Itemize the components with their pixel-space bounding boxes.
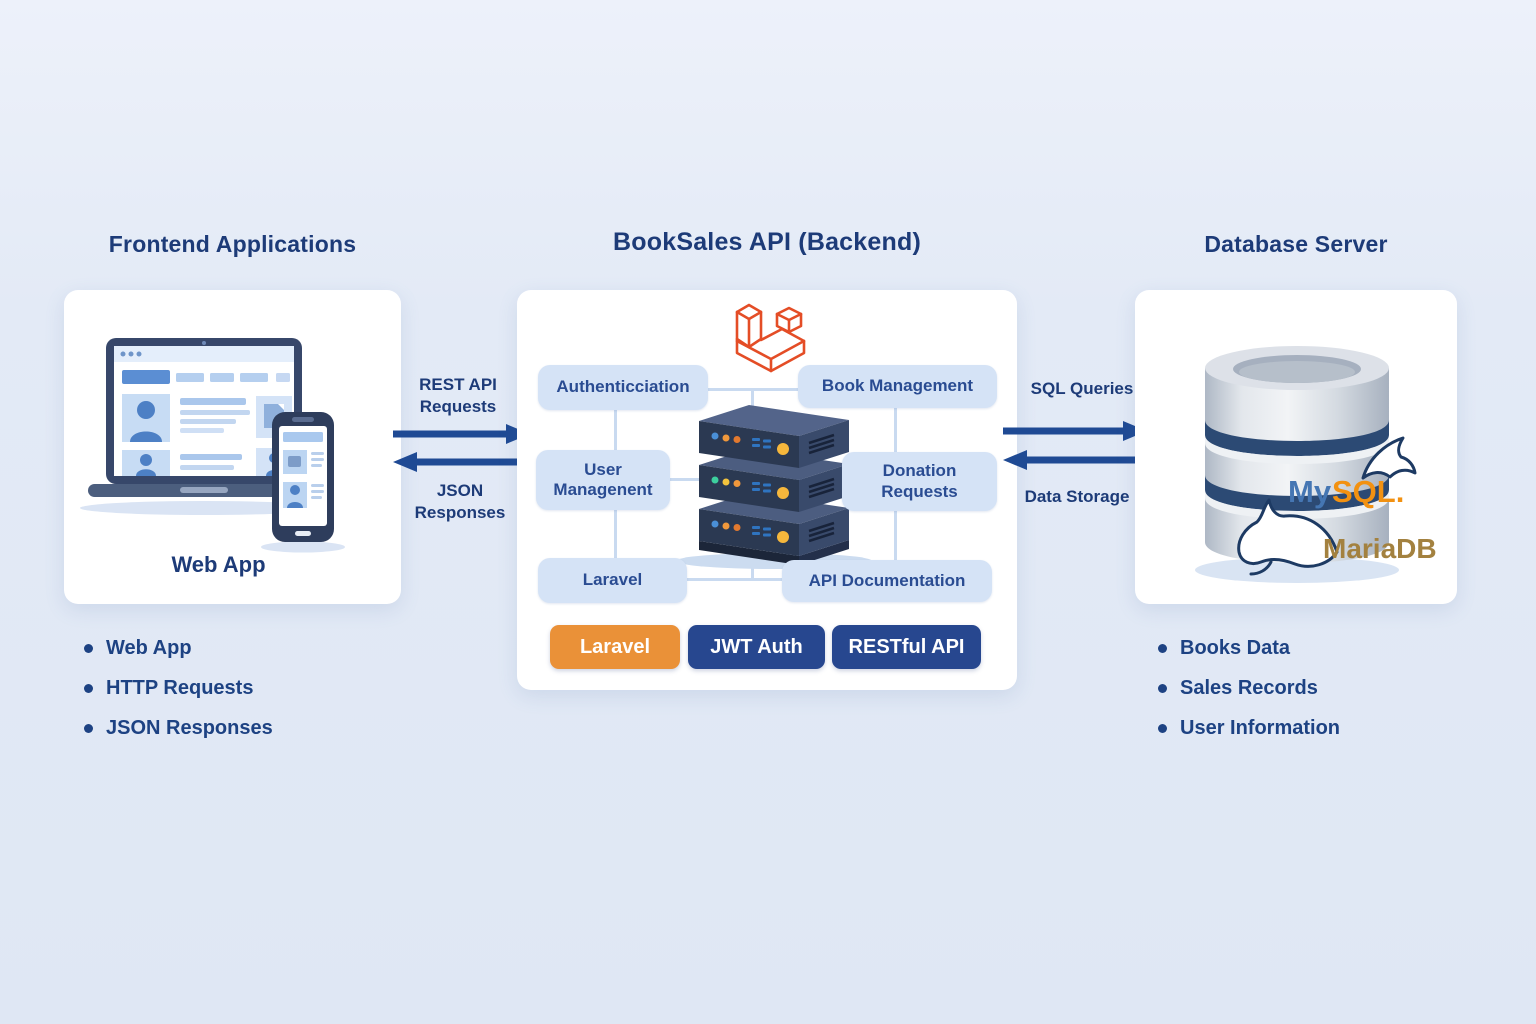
list-item-label: User Information xyxy=(1180,716,1341,739)
connector-line xyxy=(751,558,754,580)
list-item: Books Data xyxy=(1158,634,1340,662)
flow-label-rest-api: REST API Requests xyxy=(419,375,497,417)
badge-laravel: Laravel xyxy=(550,625,680,669)
flow-label-data-storage: Data Storage xyxy=(1024,487,1130,506)
mariadb-seal-flipper xyxy=(1249,560,1273,576)
backend-panel: Authenticciation Book Management User Ma… xyxy=(517,290,1017,690)
badge-restful-api: RESTful API xyxy=(832,625,981,669)
bullet-dot xyxy=(84,683,93,693)
list-item-label: Web App xyxy=(106,636,192,659)
laptop-shadow xyxy=(80,501,328,515)
arrow-left-icon xyxy=(1003,450,1147,470)
mariadb-wordmark: MariaDB xyxy=(1323,533,1437,564)
module-book-management: Book Management xyxy=(798,365,997,408)
bullet-dot xyxy=(84,643,93,653)
mysql-wordmark-my: My xyxy=(1288,474,1332,509)
connector-line xyxy=(894,511,897,562)
list-item-label: Sales Records xyxy=(1180,676,1318,699)
module-user-management: User Managenent xyxy=(536,450,670,510)
database-panel: My SQL. MariaDB xyxy=(1135,290,1457,604)
bullet-dot xyxy=(84,723,93,733)
bullet-dot xyxy=(1158,643,1167,653)
database-cylinder-icon xyxy=(1205,346,1389,563)
bullet-dot xyxy=(1158,683,1167,693)
smartphone-icon xyxy=(272,412,334,542)
module-donation-requests: Donation Requests xyxy=(842,452,997,511)
arrow-right-icon xyxy=(1003,421,1147,441)
database-shadow xyxy=(1195,557,1399,583)
flow-label-sql-queries: SQL Queries xyxy=(1030,379,1134,398)
laravel-logo-icon xyxy=(735,303,806,373)
list-item-label: JSON Responses xyxy=(106,716,273,739)
mysql-dolphin-icon xyxy=(1361,436,1417,480)
badge-jwt-auth: JWT Auth xyxy=(688,625,825,669)
database-illustration: My SQL. MariaDB xyxy=(1195,346,1437,583)
connector-line xyxy=(894,408,897,454)
web-app-illustration xyxy=(80,338,345,553)
mariadb-seal-icon xyxy=(1237,498,1339,568)
list-item-label: Books Data xyxy=(1180,636,1291,659)
frontend-bullet-list: Web App HTTP Requests JSON Responses xyxy=(84,634,273,754)
arrow-right-icon xyxy=(393,424,530,444)
database-section-title: Database Server xyxy=(1204,231,1388,257)
list-item: Sales Records xyxy=(1158,674,1340,702)
flow-label-json-responses: JSON Responses xyxy=(414,481,506,523)
arrow-left-icon xyxy=(393,452,530,472)
connector-line xyxy=(687,578,782,581)
database-bullet-list: Books Data Sales Records User Informatio… xyxy=(1158,634,1340,754)
list-item: JSON Responses xyxy=(84,714,273,742)
bullet-dot xyxy=(1158,723,1167,733)
module-api-documentation: API Documentation xyxy=(782,560,992,602)
module-authentication: Authenticciation xyxy=(538,365,708,410)
list-item: User Information xyxy=(1158,714,1340,742)
list-item-label: HTTP Requests xyxy=(106,676,254,699)
list-item: Web App xyxy=(84,634,273,662)
backend-section-title: BookSales API (Backend) xyxy=(613,228,921,256)
list-item: HTTP Requests xyxy=(84,674,273,702)
device-label: Web App xyxy=(171,552,266,577)
frontend-panel: Web App xyxy=(64,290,401,604)
mysql-wordmark-sql: SQL. xyxy=(1332,474,1404,509)
connector-line xyxy=(614,410,617,452)
module-laravel: Laravel xyxy=(538,558,687,603)
connector-line xyxy=(614,510,617,560)
phone-shadow xyxy=(261,541,345,553)
frontend-section-title: Frontend Applications xyxy=(108,231,357,257)
